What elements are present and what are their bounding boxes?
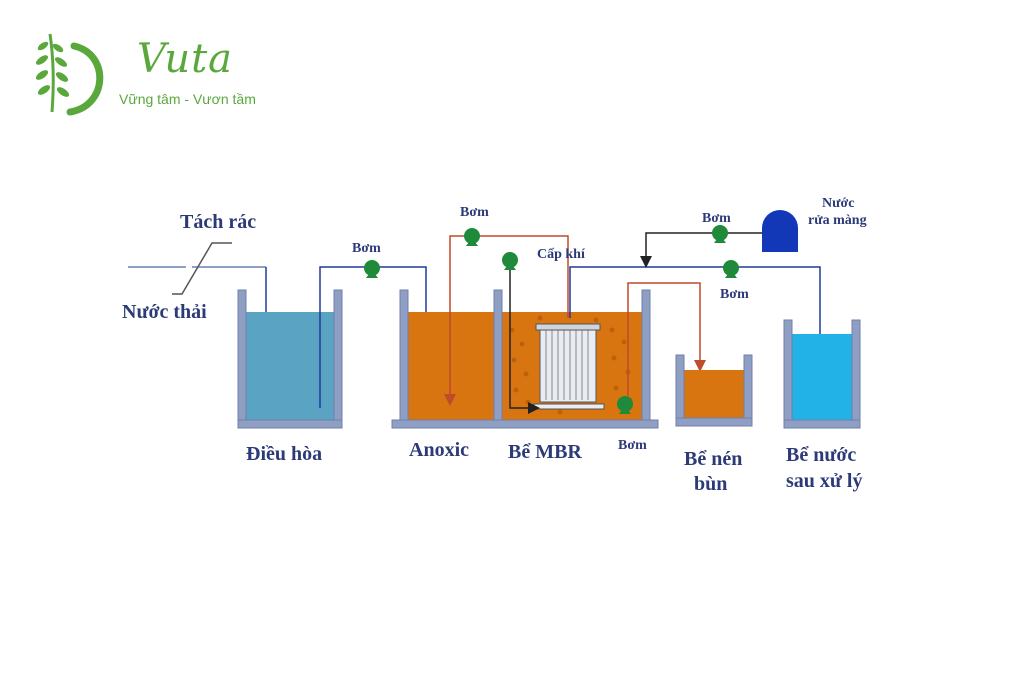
label-treated-line1: Bể nước — [786, 444, 856, 466]
brand-tagline: Vững tâm - Vươn tầm — [119, 91, 256, 107]
pump-5-icon — [712, 225, 728, 243]
label-treated-line2: sau xử lý — [786, 470, 862, 492]
pump-2-icon — [464, 228, 480, 246]
label-pump-3: Bơm — [618, 438, 647, 453]
sludge-thickener-tank — [675, 354, 753, 427]
leaf-logo-icon — [35, 33, 104, 116]
label-air-supply: Cấp khí — [537, 247, 586, 262]
pump-3-icon — [617, 396, 633, 414]
label-screen: Tách rác — [180, 211, 256, 233]
permeate-pipe — [569, 266, 826, 406]
wash-pipe — [640, 232, 762, 268]
pump-1-icon — [364, 260, 380, 278]
label-wastewater: Nước thải — [122, 301, 207, 323]
label-sludge-line2: bùn — [694, 473, 727, 495]
label-anoxic: Anoxic — [409, 439, 469, 461]
pump-4-icon — [723, 260, 739, 278]
label-pump-4: Bơm — [720, 287, 749, 302]
label-pump-2: Bơm — [460, 205, 489, 220]
label-wash-line1: Nước — [822, 196, 854, 211]
label-sludge-line1: Bể nén — [684, 448, 742, 470]
equalization-tank — [237, 289, 343, 429]
brand-name: Vuta — [137, 36, 234, 82]
label-wash-line2: rửa màng — [808, 213, 867, 228]
wash-tank-icon — [762, 210, 798, 252]
aeration-bubbles — [509, 315, 633, 415]
screen-symbol — [172, 242, 232, 295]
label-pump-1: Bơm — [352, 241, 381, 256]
air-supply-pipe — [509, 262, 540, 414]
label-mbr: Bể MBR — [508, 441, 582, 463]
sludge-pipe — [627, 282, 706, 396]
vuta-logo — [30, 26, 290, 121]
membrane-module — [533, 323, 605, 410]
recycle-pipe — [444, 235, 569, 406]
label-pump-5: Bơm — [702, 211, 731, 226]
treated-water-tank — [783, 319, 861, 429]
label-equalization: Điều hòa — [246, 443, 322, 465]
blower-icon — [502, 252, 518, 270]
